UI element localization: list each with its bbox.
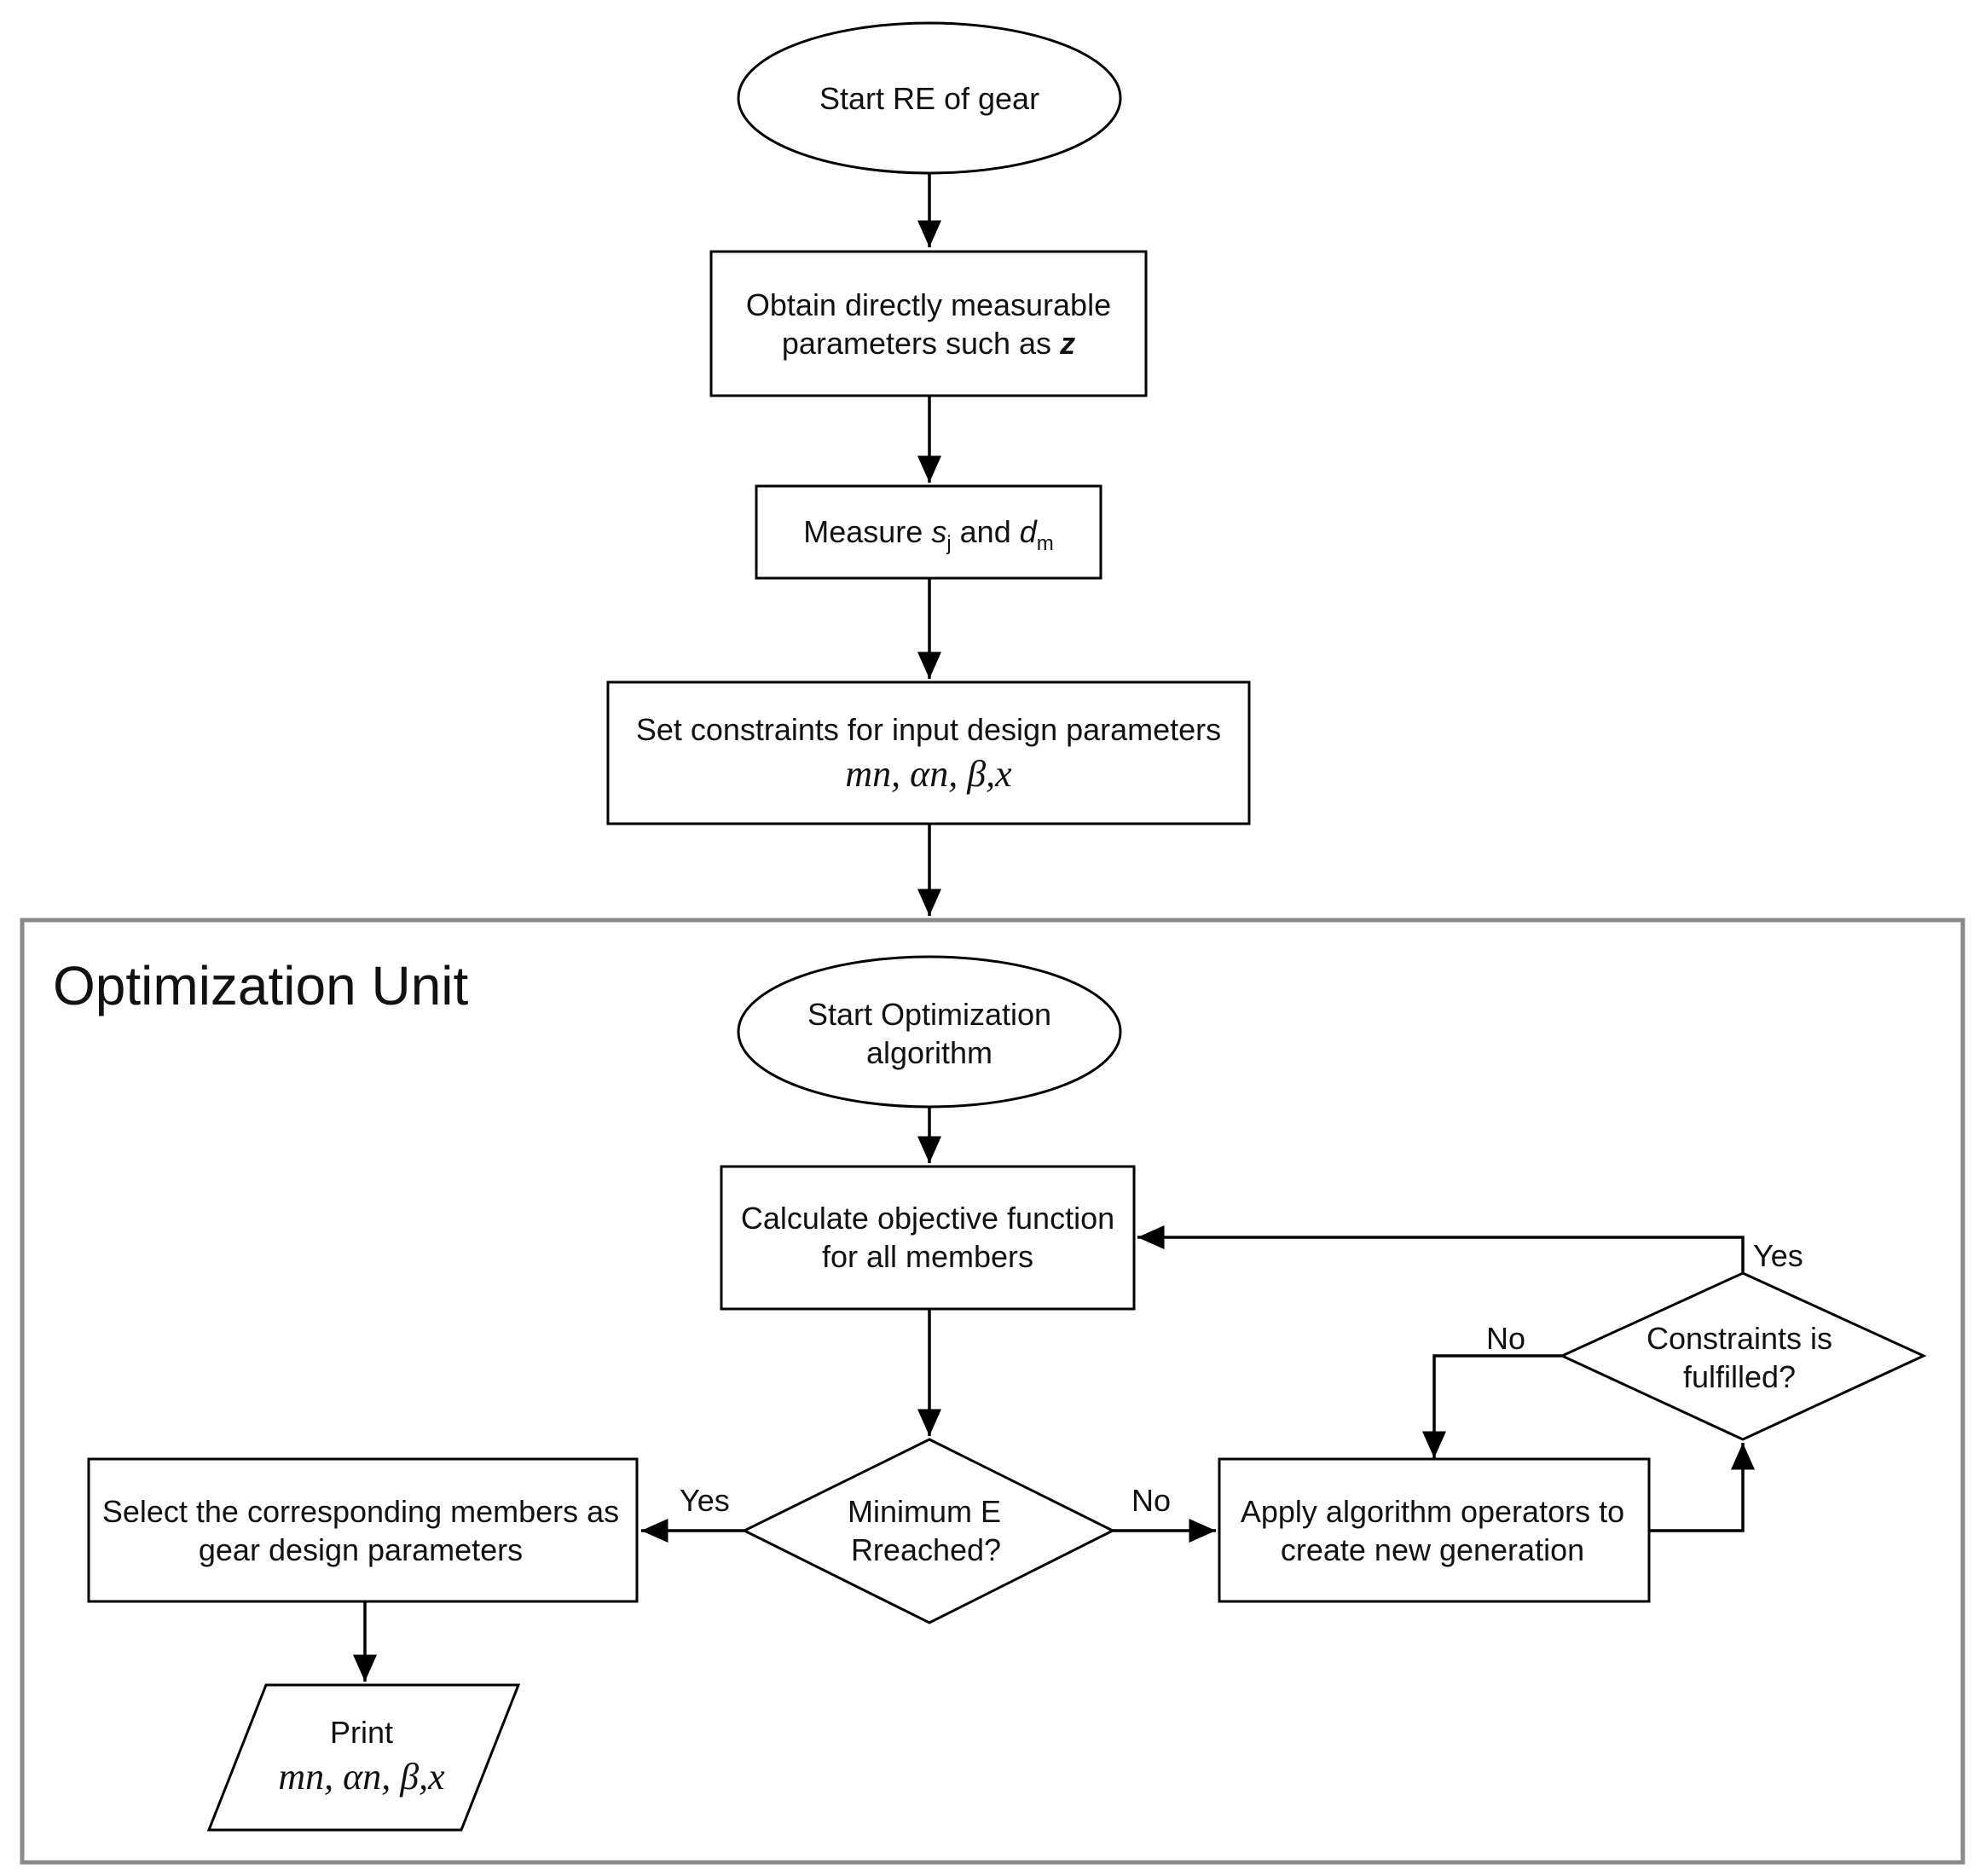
apply-operators-label-1: Apply algorithm operators to <box>1241 1494 1624 1529</box>
minimum-e-label-1: Minimum E <box>848 1494 1001 1529</box>
edge-label-yes-select: Yes <box>680 1483 730 1518</box>
obtain-parameters-text: parameters such as <box>782 326 1051 361</box>
apply-operators-label-2: create new generation <box>1281 1532 1584 1567</box>
calculate-objective-label-2: for all members <box>822 1239 1033 1274</box>
edge-apply-to-fulfilled <box>1649 1443 1755 1532</box>
edge-label-no-apply: No <box>1131 1483 1171 1518</box>
start-optimization-label-1: Start Optimization <box>807 997 1051 1032</box>
measure-label: Measure sj and dm <box>803 514 1054 555</box>
measure-box <box>755 484 1102 580</box>
measure-prefix: Measure <box>803 514 931 549</box>
edge-label-yes-calc: Yes <box>1753 1238 1803 1273</box>
obtain-parameters-box <box>709 250 1148 397</box>
constraints-fulfilled-decision <box>1559 1271 1927 1441</box>
constraints-fulfilled-label-1: Constraints is <box>1646 1321 1832 1356</box>
measure-d-sub: m <box>1037 532 1054 555</box>
measure-mid: and <box>952 514 1020 549</box>
select-members-box <box>87 1457 639 1603</box>
obtain-parameters-label-1: Obtain directly measurable <box>746 287 1111 322</box>
minimum-e-label-2: Rreached? <box>851 1532 1001 1567</box>
print-math: mn, αn, β,x <box>278 1756 445 1798</box>
optimization-unit-frame <box>20 918 1965 1865</box>
print-label: Print <box>330 1715 393 1750</box>
start-optimization-label-2: algorithm <box>866 1035 992 1070</box>
start-optimization-node <box>737 955 1122 1109</box>
start-node-label: Start RE of gear <box>819 81 1039 116</box>
edge-label-no-fulfilled: No <box>1486 1321 1525 1356</box>
edge-fulfilled-to-calc <box>1137 1225 1745 1273</box>
constraints-label: Set constraints for input design paramet… <box>636 712 1221 747</box>
obtain-parameters-var: z <box>1059 326 1075 361</box>
select-members-label-1: Select the corresponding members as <box>102 1494 619 1529</box>
edge-fulfilled-to-apply <box>1422 1354 1562 1458</box>
obtain-parameters-label-2: parameters such as z <box>782 326 1075 361</box>
constraints-math: mn, αn, β,x <box>845 753 1012 795</box>
minimum-e-decision <box>741 1438 1116 1624</box>
measure-d: d <box>1020 514 1038 549</box>
calculate-objective-box <box>720 1165 1136 1311</box>
print-output <box>206 1683 521 1832</box>
start-node <box>737 21 1122 175</box>
select-members-label-2: gear design parameters <box>199 1532 523 1567</box>
measure-s-sub: j <box>946 532 951 555</box>
optimization-unit-title: Optimization Unit <box>53 955 469 1016</box>
constraints-fulfilled-label-2: fulfilled? <box>1683 1359 1796 1394</box>
calculate-objective-label-1: Calculate objective function <box>741 1201 1114 1236</box>
constraints-box <box>606 680 1251 825</box>
apply-operators-box <box>1218 1457 1651 1603</box>
measure-s: s <box>931 514 946 549</box>
